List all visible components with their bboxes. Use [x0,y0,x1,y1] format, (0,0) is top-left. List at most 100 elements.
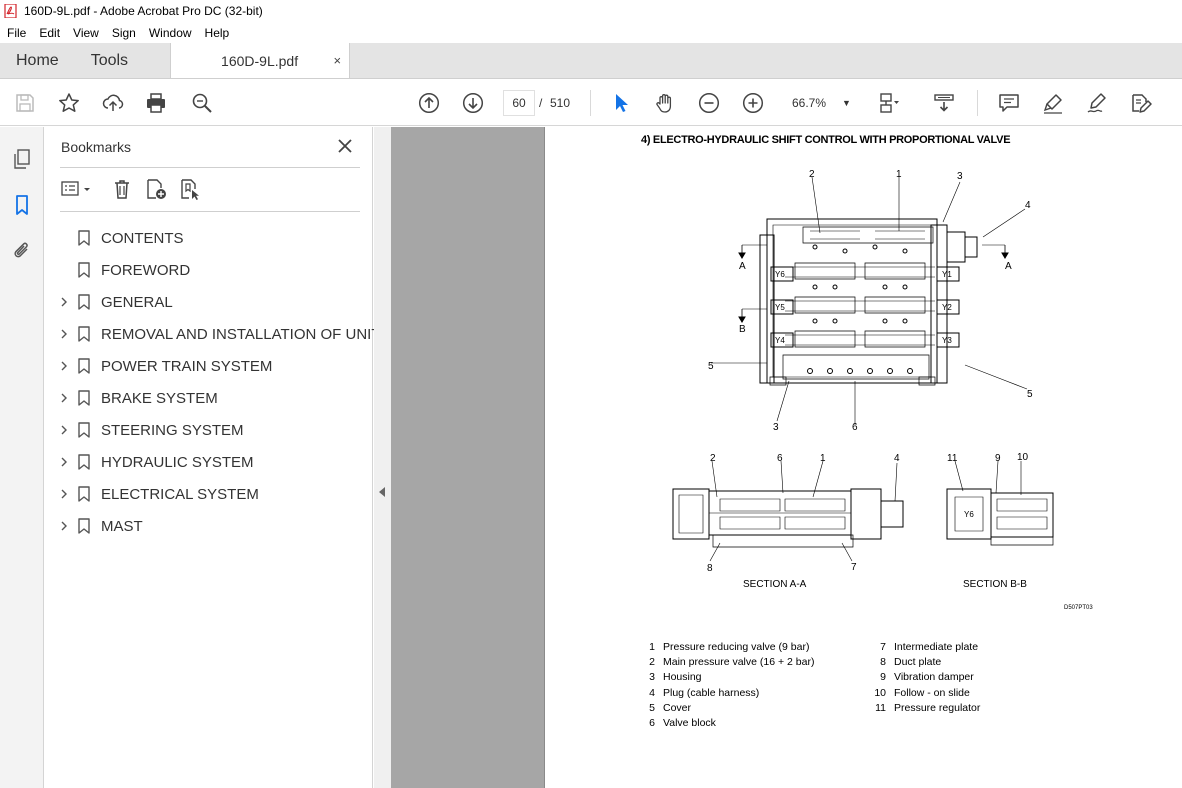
menu-edit[interactable]: Edit [39,25,61,40]
bookmark-item[interactable]: CONTENTS [45,222,373,254]
highlight-icon[interactable] [1041,91,1065,115]
chevron-right-icon[interactable] [59,297,69,307]
bookmark-item[interactable]: POWER TRAIN SYSTEM [45,350,373,382]
callout-label: 1 [820,453,826,464]
bookmark-icon [78,230,90,246]
tab-close-icon[interactable]: × [333,53,342,68]
close-icon[interactable] [335,136,355,156]
hand-icon[interactable] [653,91,677,115]
options-menu-icon[interactable] [60,177,94,201]
bookmark-icon [78,294,90,310]
menu-sign[interactable]: Sign [111,25,136,40]
bookmarks-panel-icon[interactable] [10,193,34,217]
callout-label: 11 [947,453,958,464]
bookmark-icon [78,262,90,278]
menu-help[interactable]: Help [204,25,230,40]
bookmark-item[interactable]: STEERING SYSTEM [45,414,373,446]
zoom-in-icon[interactable] [741,91,765,115]
bookmark-label: CONTENTS [101,229,184,247]
page-number-input[interactable]: 60 [503,90,535,116]
bookmark-item[interactable]: BRAKE SYSTEM [45,382,373,414]
bookmark-icon [78,390,90,406]
menu-window[interactable]: Window [148,25,192,40]
tab-document[interactable]: 160D-9L.pdf × [170,43,351,78]
print-icon[interactable] [144,91,168,115]
zoom-level: 66.7% [792,96,827,110]
tab-tools[interactable]: Tools [90,51,129,69]
tab-home[interactable]: Home [16,51,59,69]
page-layout-icon[interactable] [877,91,901,115]
bookmark-item[interactable]: MAST [45,510,373,542]
callout-label: 10 [1017,452,1029,463]
menu-file[interactable]: File [7,25,27,40]
scroll-icon[interactable] [932,91,956,115]
find-icon[interactable] [190,91,214,115]
bookmark-item[interactable]: HYDRAULIC SYSTEM [45,446,373,478]
callout-label: 1 [896,169,902,180]
page-heading: 4) ELECTRO-HYDRAULIC SHIFT CONTROL WITH … [641,134,1011,146]
edit-icon[interactable] [1129,91,1153,115]
callout-label: 4 [894,453,900,464]
solenoid-label: Y6 [964,510,974,519]
zoom-level-select[interactable]: 66.7% ▼ [786,92,852,114]
attachments-icon[interactable] [10,239,34,263]
callout-label: 2 [809,169,815,180]
bookmark-star-icon[interactable] [57,91,81,115]
bookmark-item[interactable]: ELECTRICAL SYSTEM [45,478,373,510]
bookmark-item[interactable]: FOREWORD [45,254,373,286]
zoom-out-icon[interactable] [697,91,721,115]
delete-bookmark-icon[interactable] [110,177,134,201]
chevron-right-icon[interactable] [59,329,69,339]
callout-label: 6 [777,453,783,464]
menu-view[interactable]: View [73,25,99,40]
panel-splitter[interactable] [374,127,391,788]
chevron-right-icon[interactable] [59,425,69,435]
solenoid-label: Y2 [942,303,952,312]
tab-document-label: 160D-9L.pdf [221,52,299,69]
comment-icon[interactable] [997,91,1021,115]
bookmark-label: BRAKE SYSTEM [101,389,218,407]
bookmarks-title: Bookmarks [61,139,132,155]
sign-icon[interactable] [1085,91,1109,115]
page-separator: / [539,96,543,110]
prev-page-icon[interactable] [417,91,441,115]
chevron-right-icon[interactable] [59,457,69,467]
panel-divider [60,167,360,168]
bookmark-item[interactable]: REMOVAL AND INSTALLATION OF UNIT [45,318,381,350]
bookmark-label: MAST [101,517,143,535]
select-arrow-icon[interactable] [609,91,633,115]
bookmark-from-selection-icon[interactable] [178,177,202,201]
chevron-right-icon[interactable] [59,393,69,403]
bookmark-label: REMOVAL AND INSTALLATION OF UNIT [101,325,381,343]
callout-label: 7 [851,562,857,573]
new-bookmark-icon[interactable] [144,177,168,201]
collapse-panel-icon[interactable] [379,487,385,497]
chevron-right-icon[interactable] [59,521,69,531]
bookmark-icon [78,454,90,470]
toolbar-divider [590,90,591,116]
bookmark-icon [78,326,90,342]
bookmark-list: CONTENTS FOREWORD GENERAL REMOVAL AND IN… [45,222,381,542]
callout-label: 2 [710,453,716,464]
bookmark-label: STEERING SYSTEM [101,421,244,439]
page-thumbnails-icon[interactable] [10,147,34,171]
chevron-right-icon[interactable] [59,361,69,371]
acrobat-app-icon [4,4,17,18]
page-total: 510 [550,96,571,110]
bookmark-icon [78,486,90,502]
next-page-icon[interactable] [461,91,485,115]
menu-bar: File Edit View Sign Window Help [0,22,1182,43]
chevron-right-icon[interactable] [59,489,69,499]
document-canvas[interactable]: 4) ELECTRO-HYDRAULIC SHIFT CONTROL WITH … [391,127,1182,788]
upload-icon[interactable] [101,91,125,115]
valve-diagram: 2 1 3 4 5 5 3 6 A A B 2 6 1 4 8 7 11 9 1… [672,169,1054,574]
bookmark-item[interactable]: GENERAL [45,286,373,318]
solenoid-label: Y5 [775,303,785,312]
save-icon[interactable] [13,91,37,115]
